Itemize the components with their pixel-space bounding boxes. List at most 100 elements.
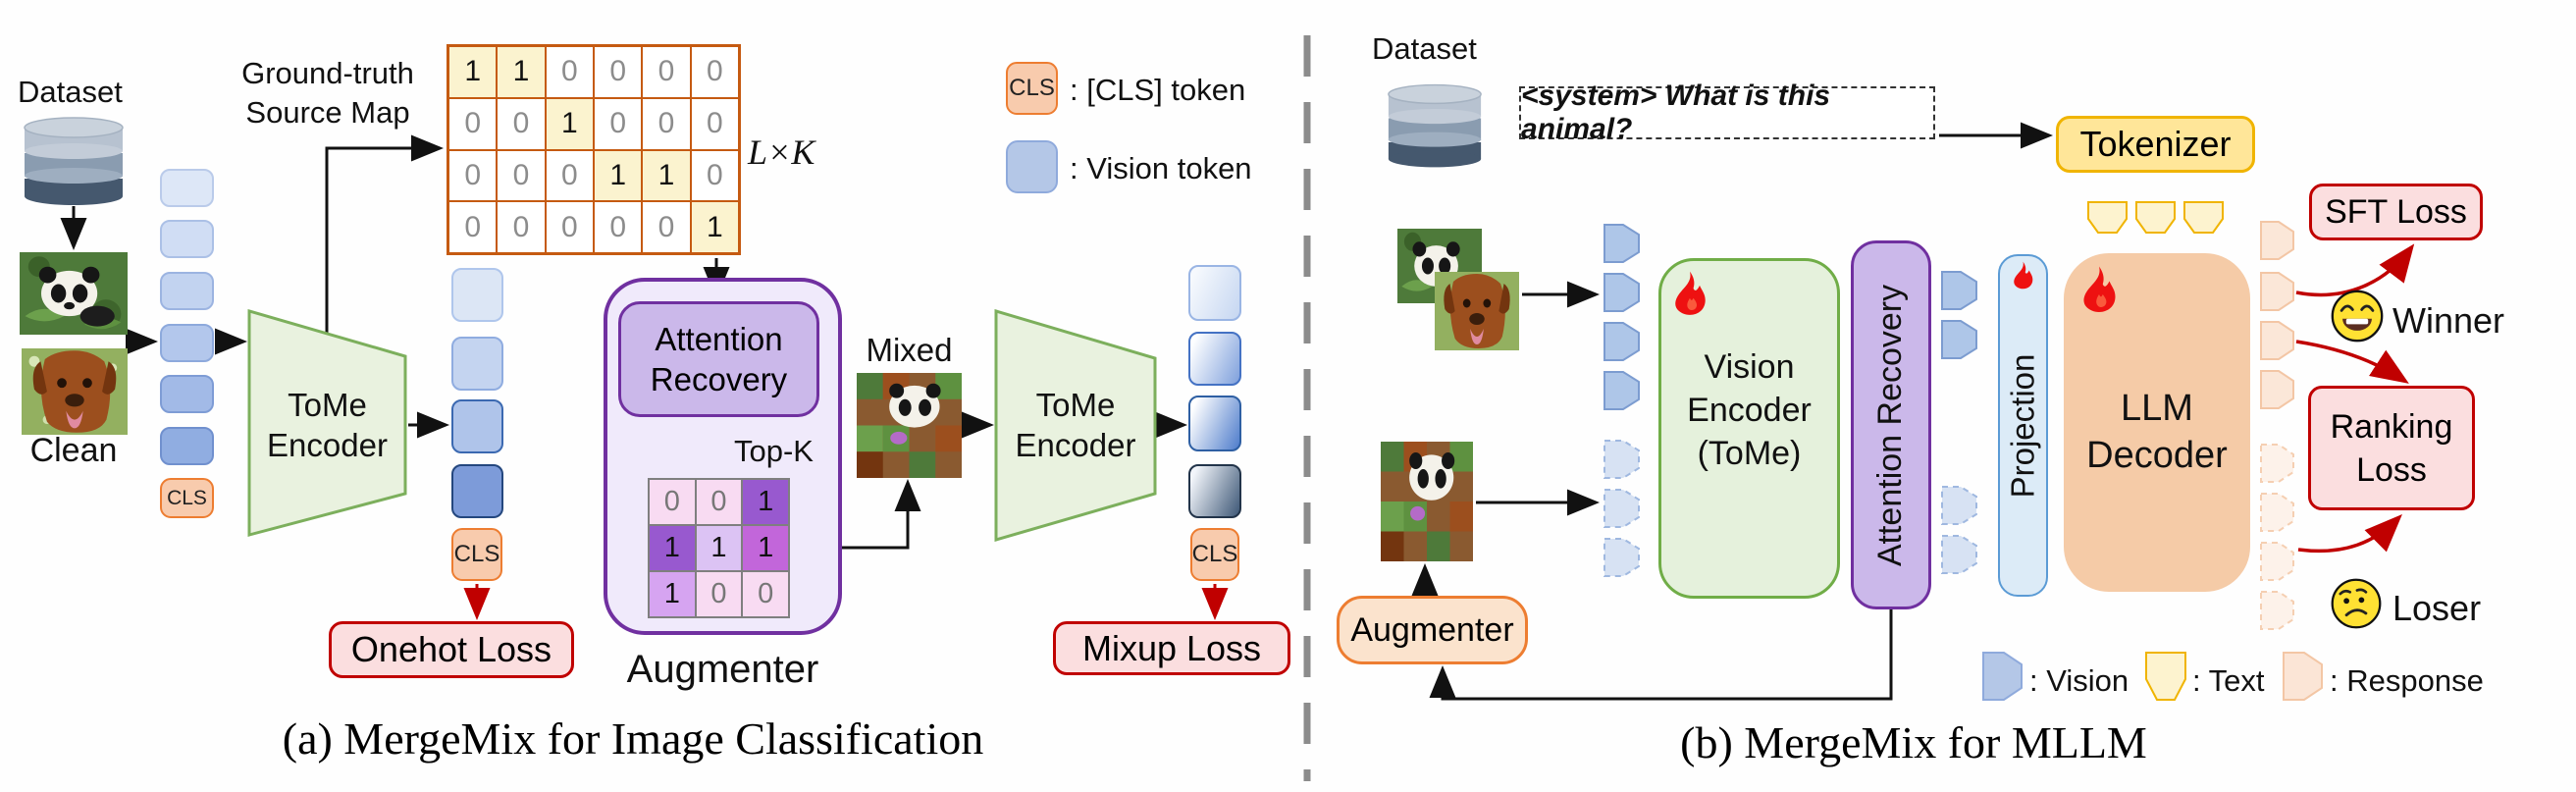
matrix-cell: 1: [690, 201, 739, 253]
ground-truth-label: Ground-truth Source Map: [241, 56, 414, 130]
llm-decoder-label: LLM Decoder: [2086, 388, 2228, 476]
vision-token: [1941, 271, 1977, 310]
response-token-dashed: [2260, 591, 2294, 630]
matrix-cell: 1: [545, 97, 594, 150]
mixed-label: Mixed: [866, 332, 953, 368]
matrix-cell: 1: [497, 46, 546, 98]
vision-token: [1603, 224, 1640, 263]
sft-loss-box: SFT Loss: [2309, 184, 2483, 240]
fire-icon: [2014, 261, 2033, 290]
matrix-cell: 0: [690, 97, 739, 150]
fire-icon: [1675, 271, 1706, 315]
onehot-loss-box: Onehot Loss: [329, 621, 574, 678]
cls-token: CLS: [160, 478, 214, 518]
matrix-dims-label: L×K: [748, 132, 815, 172]
matrix-cell: 0: [690, 46, 739, 98]
winner-label: Winner: [2392, 300, 2505, 341]
response-token-column: [2260, 221, 2294, 630]
matrix-cell: 1: [448, 46, 498, 98]
vision-encoder-box: [1658, 258, 1840, 599]
matrix-cell: 0: [642, 46, 691, 98]
vision-token: [1603, 371, 1640, 410]
matrix-cell: 0: [497, 201, 546, 253]
matrix-cell: 0: [642, 201, 691, 253]
matrix-cell: 1: [742, 479, 789, 525]
vision-token: [1188, 396, 1241, 451]
matrix-cell: 1: [642, 149, 691, 202]
vision-token: [451, 399, 503, 453]
text-token: [2135, 201, 2176, 234]
matrix-cell: 0: [545, 149, 594, 202]
dog-image: [22, 348, 128, 435]
tome-encoder-1-label: ToMe Encoder: [267, 387, 388, 463]
legend-response-token: [2283, 652, 2323, 701]
dog-image-b: [1435, 272, 1519, 350]
panda-image: [20, 252, 128, 335]
topk-matrix: 0 0 1 1 1 1 1 0 0: [648, 478, 790, 618]
matrix-cell: 0: [593, 201, 643, 253]
vision-token: [160, 375, 214, 413]
caption-a: (a) MergeMix for Image Classification: [282, 713, 984, 764]
database-icon-b: [1388, 83, 1482, 168]
response-token-dashed: [2260, 542, 2294, 581]
fire-icon: [2083, 266, 2116, 312]
matrix-cell: 1: [695, 525, 743, 571]
matrix-cell: 0: [545, 46, 594, 98]
vision-token: [160, 272, 214, 310]
attention-recovery-box-a: Attention Recovery: [618, 301, 819, 417]
matrix-cell: 1: [593, 149, 643, 202]
legend-vision-label: : Vision: [2029, 663, 2129, 698]
vision-token: [1603, 322, 1640, 361]
vision-token-dashed: [1603, 489, 1640, 528]
matrix-cell: 0: [695, 571, 743, 617]
matrix-cell: 0: [545, 201, 594, 253]
tome-encoder-1-shape: [247, 309, 407, 537]
matrix-cell: 0: [742, 571, 789, 617]
vision-token: [160, 169, 214, 207]
tokenizer-box: Tokenizer: [2056, 116, 2255, 173]
matrix-cell: 0: [593, 97, 643, 150]
legend-vision-chip: [1006, 140, 1058, 193]
cls-token: CLS: [1190, 528, 1239, 581]
vision-token-dashed: [1603, 440, 1640, 479]
matrix-cell: 0: [497, 149, 546, 202]
matrix-cell: 0: [593, 46, 643, 98]
vision-token: [451, 464, 503, 518]
matrix-cell: 0: [649, 479, 696, 525]
legend-cls-chip: CLS: [1006, 62, 1058, 115]
matrix-cell: 0: [690, 149, 739, 202]
response-token: [2260, 321, 2294, 360]
vision-token: [160, 220, 214, 258]
mixed-image-b: [1381, 442, 1473, 561]
response-token-dashed: [2260, 493, 2294, 532]
text-token-row: [2087, 201, 2224, 234]
matrix-cell: 0: [448, 97, 498, 150]
database-icon-a: [24, 117, 124, 205]
vision-token: [1188, 464, 1241, 518]
ranking-loss-label: Ranking Loss: [2330, 407, 2453, 489]
matrix-cell: 1: [649, 571, 696, 617]
vision-token-dashed: [1941, 535, 1977, 574]
response-token: [2260, 370, 2294, 409]
cls-token: CLS: [451, 528, 502, 581]
attention-recovery-label-a: Attention Recovery: [650, 321, 788, 397]
caption-b: (b) MergeMix for MLLM: [1680, 717, 2147, 767]
vision-token-column-mid: [1941, 271, 1977, 574]
vision-encoder-label: Vision Encoder (ToMe): [1687, 348, 1812, 472]
matrix-cell: 0: [448, 201, 498, 253]
matrix-cell: 1: [649, 525, 696, 571]
mixup-loss-box: Mixup Loss: [1053, 621, 1290, 675]
loser-label: Loser: [2392, 588, 2482, 628]
legend-response-label: : Response: [2330, 663, 2484, 698]
vision-token: [160, 324, 214, 362]
tome-encoder-2-shape: [994, 308, 1157, 542]
dataset-label-b: Dataset: [1372, 31, 1477, 66]
augmenter-box-b: Augmenter: [1337, 596, 1528, 664]
response-token: [2260, 272, 2294, 311]
attention-recovery-box-b: Attention Recovery: [1851, 240, 1931, 609]
vision-token-column-b: [1603, 224, 1640, 577]
matrix-cell: 0: [695, 479, 743, 525]
legend-text-token: [2145, 652, 2186, 701]
text-token: [2183, 201, 2224, 234]
